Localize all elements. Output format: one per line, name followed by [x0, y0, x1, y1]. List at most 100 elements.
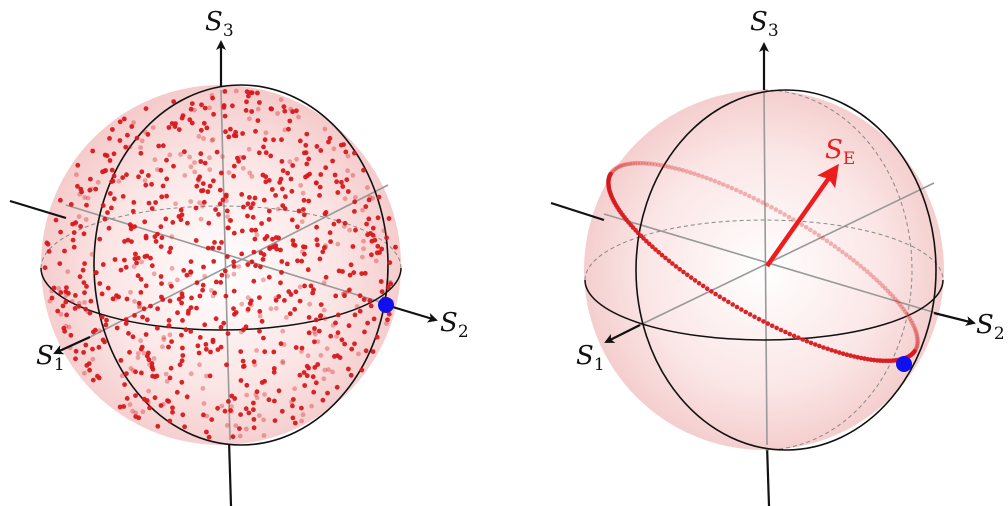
orbit-point: [840, 351, 846, 357]
state-point: [82, 195, 88, 200]
state-point: [274, 246, 280, 252]
state-point: [100, 262, 106, 267]
state-point: [230, 434, 236, 440]
state-point: [282, 127, 288, 133]
state-point: [200, 188, 206, 193]
state-point: [97, 236, 103, 242]
state-point: [155, 423, 161, 429]
state-point: [263, 130, 269, 136]
state-point: [164, 176, 170, 182]
state-point: [286, 126, 291, 132]
state-point: [260, 257, 266, 262]
state-point: [344, 177, 350, 183]
state-point: [291, 242, 296, 248]
state-point: [167, 249, 172, 255]
right-poincare-sphere: S3 S2 S1 SE: [550, 7, 1005, 506]
state-point: [81, 280, 87, 285]
state-point: [111, 151, 117, 157]
orbit-point: [915, 337, 920, 342]
state-point: [124, 296, 130, 302]
state-point: [223, 192, 229, 198]
state-point: [342, 196, 348, 202]
state-point: [127, 144, 133, 150]
state-point: [222, 89, 228, 94]
state-point: [148, 303, 153, 309]
state-point: [261, 417, 266, 423]
state-point: [140, 409, 146, 415]
orbit-point: [669, 165, 675, 170]
state-point: [185, 220, 190, 226]
state-point: [362, 270, 368, 276]
state-point: [361, 238, 366, 244]
state-point: [356, 351, 361, 357]
state-point: [180, 318, 185, 323]
state-point: [312, 365, 318, 370]
state-point: [99, 314, 105, 320]
state-point: [251, 278, 257, 284]
orbit-point: [676, 167, 682, 172]
state-point: [167, 375, 173, 381]
state-point: [376, 194, 382, 200]
state-point: [261, 144, 266, 150]
state-point: [200, 287, 206, 293]
state-point: [346, 366, 351, 372]
state-point: [221, 320, 227, 326]
state-point: [287, 311, 293, 317]
orbit-point: [909, 318, 914, 324]
state-point: [176, 127, 182, 132]
state-point: [225, 273, 231, 279]
state-point: [273, 306, 279, 311]
state-point: [280, 328, 286, 334]
state-point: [236, 264, 242, 269]
state-point: [322, 316, 328, 322]
state-point: [201, 264, 206, 270]
state-point: [287, 159, 293, 165]
state-point: [219, 403, 225, 409]
state-point: [273, 193, 278, 198]
state-point: [353, 227, 358, 233]
orbit-point: [730, 302, 735, 307]
state-point: [254, 395, 260, 401]
orbit-point: [717, 294, 723, 300]
state-point: [181, 268, 187, 273]
meridian: [93, 84, 389, 446]
state-point: [290, 109, 295, 115]
state-point: [100, 337, 106, 343]
state-point: [332, 354, 337, 359]
state-point: [135, 351, 141, 356]
orbit-point: [877, 280, 882, 286]
state-point: [161, 337, 167, 342]
state-point: [279, 159, 285, 164]
orbit-point: [901, 306, 906, 312]
state-point: [128, 366, 134, 371]
state-point: [116, 178, 122, 184]
orbit-point: [700, 174, 705, 179]
state-point: [334, 179, 339, 185]
state-point: [250, 214, 256, 220]
state-point: [224, 254, 230, 259]
state-point: [310, 374, 316, 380]
state-point: [141, 306, 147, 312]
state-point: [149, 206, 155, 211]
state-point: [179, 358, 185, 364]
orbit-point: [747, 193, 752, 199]
state-point: [132, 313, 137, 318]
state-point: [230, 103, 235, 109]
state-point: [290, 403, 295, 409]
state-point: [167, 332, 173, 338]
state-point: [136, 304, 142, 310]
state-point: [123, 144, 129, 150]
state-point: [58, 290, 64, 295]
state-point: [311, 389, 317, 395]
state-point: [200, 386, 206, 391]
state-point: [200, 282, 206, 288]
state-point: [384, 235, 389, 241]
orbit-point: [700, 283, 706, 289]
state-point: [210, 245, 216, 251]
state-point: [367, 195, 373, 200]
orbit-point: [892, 296, 898, 302]
state-point: [64, 285, 69, 290]
state-point: [124, 396, 130, 401]
state-point: [266, 397, 272, 403]
state-point: [118, 358, 124, 363]
